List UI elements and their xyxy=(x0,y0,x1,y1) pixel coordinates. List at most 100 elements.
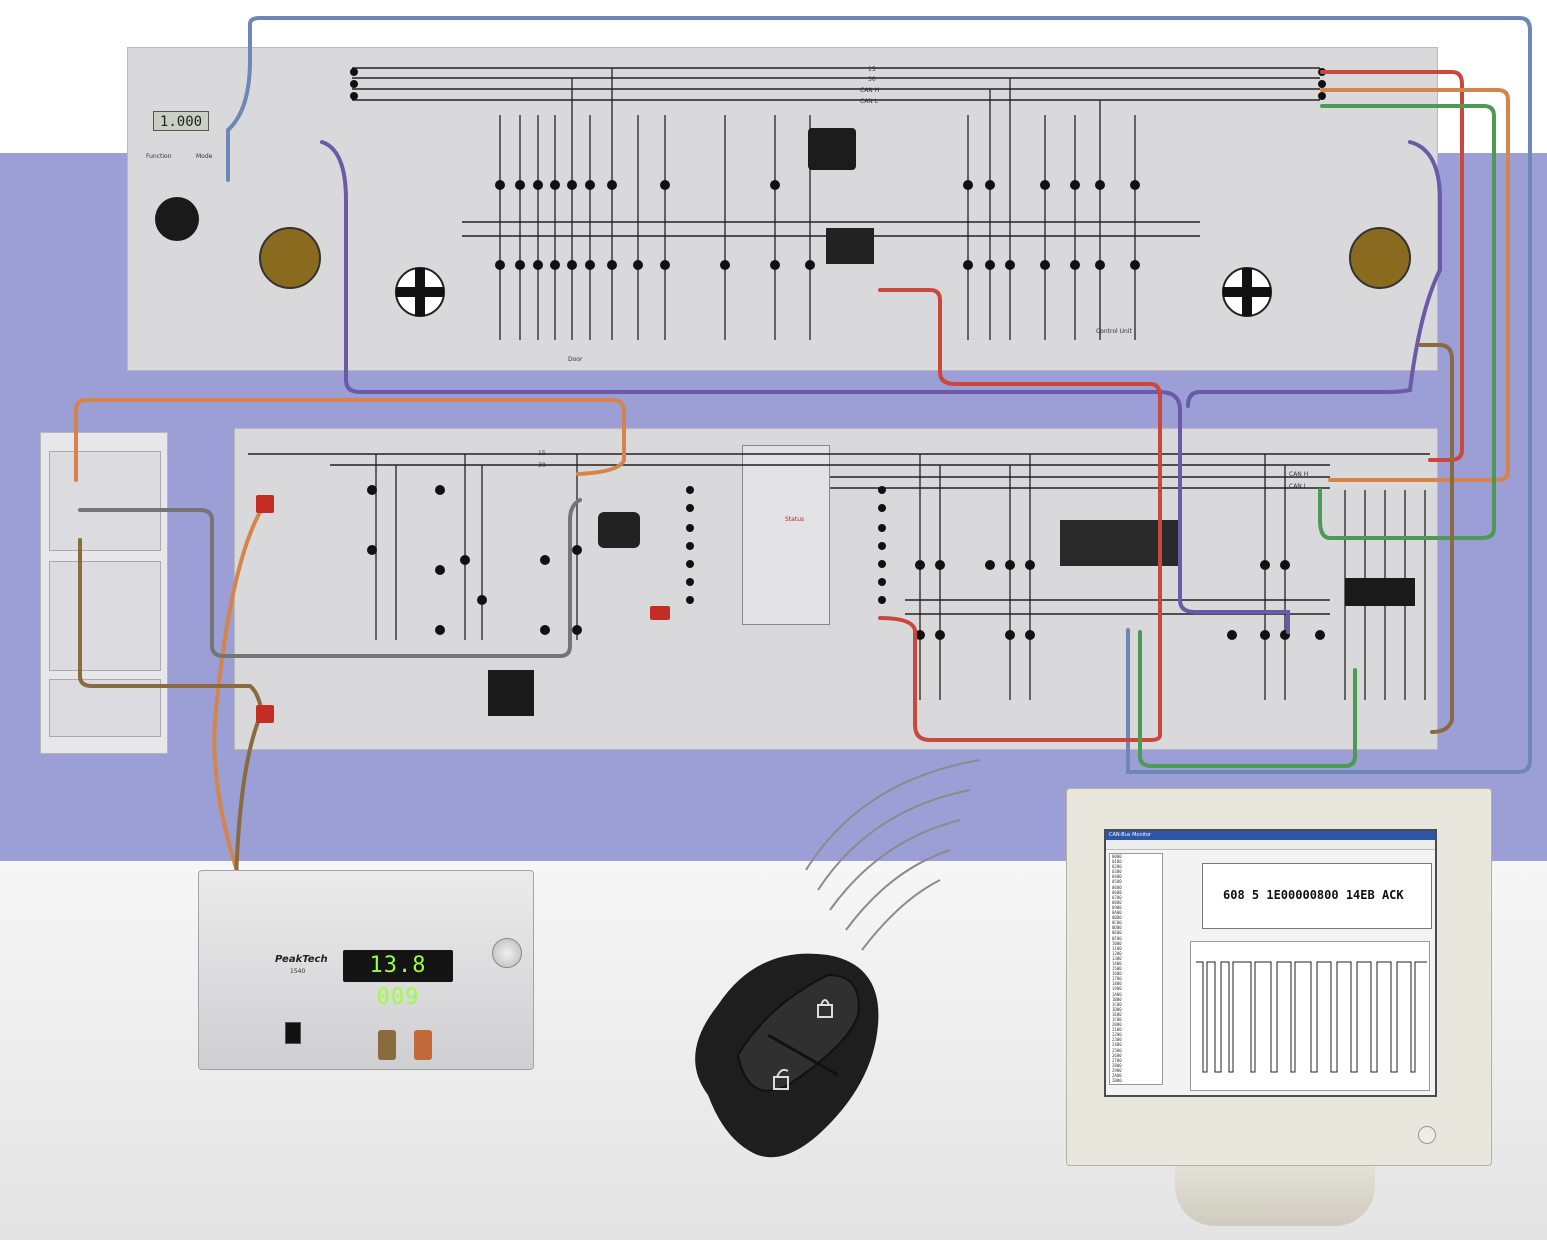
rocker-switch xyxy=(488,670,534,716)
multimeter-display: 1.000 xyxy=(153,111,209,131)
message-id-row[interactable]: 2700 xyxy=(1112,1057,1122,1063)
switch-pair xyxy=(826,228,874,264)
message-id-row[interactable]: 1700 xyxy=(1112,976,1122,982)
message-id-row[interactable]: 1F00 xyxy=(1112,1017,1122,1022)
message-id-row[interactable]: 2B00 xyxy=(1112,1078,1122,1084)
wire-red-1 xyxy=(878,288,1162,742)
top-bus-label-15: 15 xyxy=(868,66,876,73)
message-id-row[interactable]: 1200 xyxy=(1112,950,1122,956)
bottom-trainer-panel: 15 30 CAN H CAN L Status xyxy=(234,428,1438,750)
wire-brown-right xyxy=(1430,343,1454,734)
message-id-row[interactable]: 0C00 xyxy=(1112,920,1122,926)
message-id-row[interactable]: 0800 xyxy=(1112,899,1122,905)
bottom-bus-label-canl: CAN L xyxy=(1289,483,1308,490)
message-id-row[interactable]: 2300 xyxy=(1112,1037,1122,1043)
label-control-unit: Control Unit xyxy=(1096,328,1132,335)
message-id-row[interactable]: 0F00 xyxy=(1112,935,1122,941)
headlamp-left xyxy=(259,227,321,289)
message-id-row[interactable]: 0700 xyxy=(1112,894,1122,900)
label-mode: Mode xyxy=(196,153,213,160)
car-remote-key-icon[interactable] xyxy=(678,945,888,1175)
dial-pattern-right xyxy=(1223,268,1271,316)
message-id-row[interactable]: 1B00 xyxy=(1112,996,1122,1002)
message-id-row[interactable]: 1A00 xyxy=(1112,991,1122,997)
radio-waves-icon xyxy=(805,759,981,951)
message-id-row[interactable]: 1600 xyxy=(1112,971,1122,977)
window-title: CAN-Bus Monitor xyxy=(1106,831,1435,840)
bottom-bus-label-canh: CAN H xyxy=(1289,471,1309,478)
label-function: Function xyxy=(146,153,172,160)
top-bus-label-canh: CAN H xyxy=(860,87,880,94)
module-segment-mid xyxy=(49,561,161,671)
message-id-row[interactable]: 2A00 xyxy=(1112,1073,1122,1079)
message-id-row[interactable]: 0D00 xyxy=(1112,925,1122,931)
top-vertical-taps xyxy=(499,68,1136,340)
module-segment-top xyxy=(49,451,161,551)
message-id-row[interactable]: 2900 xyxy=(1112,1067,1122,1073)
relay-coil xyxy=(598,512,640,548)
message-id-row[interactable]: 1E00 xyxy=(1112,1011,1122,1017)
message-id-row[interactable]: 0100 xyxy=(1112,859,1122,865)
wire-green-1 xyxy=(1318,104,1496,540)
sockets-top xyxy=(350,68,1326,270)
message-id-row[interactable]: 0A00 xyxy=(1112,910,1122,916)
message-id-row[interactable]: 2400 xyxy=(1112,1042,1122,1048)
message-id-row[interactable]: 2500 xyxy=(1112,1047,1122,1053)
side-module xyxy=(40,432,168,754)
dial-pattern-left xyxy=(396,268,444,316)
signal-plot xyxy=(1190,941,1430,1091)
psu-adjust-knob[interactable] xyxy=(492,938,522,968)
message-id-row[interactable]: 1C00 xyxy=(1112,1001,1122,1007)
red-sockets xyxy=(256,495,670,723)
message-id-row[interactable]: 2200 xyxy=(1112,1032,1122,1038)
message-id-row[interactable]: 0200 xyxy=(1112,864,1122,870)
message-id-row[interactable]: 1000 xyxy=(1112,940,1122,946)
message-id-row[interactable]: 2100 xyxy=(1112,1027,1122,1033)
psu-brand: PeakTech xyxy=(275,954,328,965)
message-id-row[interactable]: 1100 xyxy=(1112,945,1122,951)
wire-blue xyxy=(226,16,1532,774)
message-id-row[interactable]: 2800 xyxy=(1112,1062,1122,1068)
psu-model: 1540 xyxy=(290,968,306,975)
message-id-row[interactable]: 1500 xyxy=(1112,966,1122,972)
message-box: 608 5 1E00000800 14EB ACK xyxy=(1202,863,1432,929)
message-id-row[interactable]: 2000 xyxy=(1112,1022,1122,1028)
wire-orange-psu xyxy=(212,503,266,882)
top-bus-label-30: 30 xyxy=(868,76,876,83)
monitor-power-button[interactable] xyxy=(1418,1126,1436,1144)
psu-power-switch[interactable] xyxy=(285,1022,301,1044)
monitor-stand xyxy=(1175,1166,1375,1226)
wire-green-2 xyxy=(1138,630,1357,768)
central-control-unit xyxy=(742,445,830,625)
psu-terminal-positive[interactable] xyxy=(414,1030,432,1060)
lock-open-icon xyxy=(773,1068,789,1090)
message-id-row[interactable]: 2600 xyxy=(1112,1052,1122,1058)
message-id-row[interactable]: 1300 xyxy=(1112,955,1122,961)
toolbar xyxy=(1106,840,1435,850)
message-id-row[interactable]: 0400 xyxy=(1112,874,1122,880)
message-id-row[interactable]: 1400 xyxy=(1112,960,1122,966)
message-id-row[interactable]: 0300 xyxy=(1112,869,1122,875)
bottom-vertical-taps xyxy=(375,454,1426,700)
wire-brown-psu xyxy=(78,538,265,882)
message-id-row[interactable]: 1D00 xyxy=(1112,1006,1122,1012)
message-id-row[interactable]: 0608 xyxy=(1112,889,1122,895)
message-id-row[interactable]: 0B00 xyxy=(1112,915,1122,921)
psu-terminal-negative[interactable] xyxy=(378,1030,396,1060)
bottom-bus-lines xyxy=(248,453,1430,615)
message-id-row[interactable]: 0600 xyxy=(1112,884,1122,890)
message-id-row[interactable]: 0000 xyxy=(1112,854,1122,859)
message-id-row[interactable]: 0900 xyxy=(1112,904,1122,910)
window-switch-block xyxy=(808,128,856,170)
wire-red-2 xyxy=(1320,70,1464,462)
message-id-row[interactable]: 1900 xyxy=(1112,986,1122,992)
message-id-row[interactable]: 0500 xyxy=(1112,879,1122,885)
message-id-row[interactable]: 1800 xyxy=(1112,981,1122,987)
wire-grey xyxy=(78,498,582,658)
wire-orange-2 xyxy=(74,398,626,482)
top-bus-label-canl: CAN L xyxy=(860,98,879,105)
headlamp-right xyxy=(1349,227,1411,289)
message-id-row[interactable]: 0E00 xyxy=(1112,930,1122,936)
